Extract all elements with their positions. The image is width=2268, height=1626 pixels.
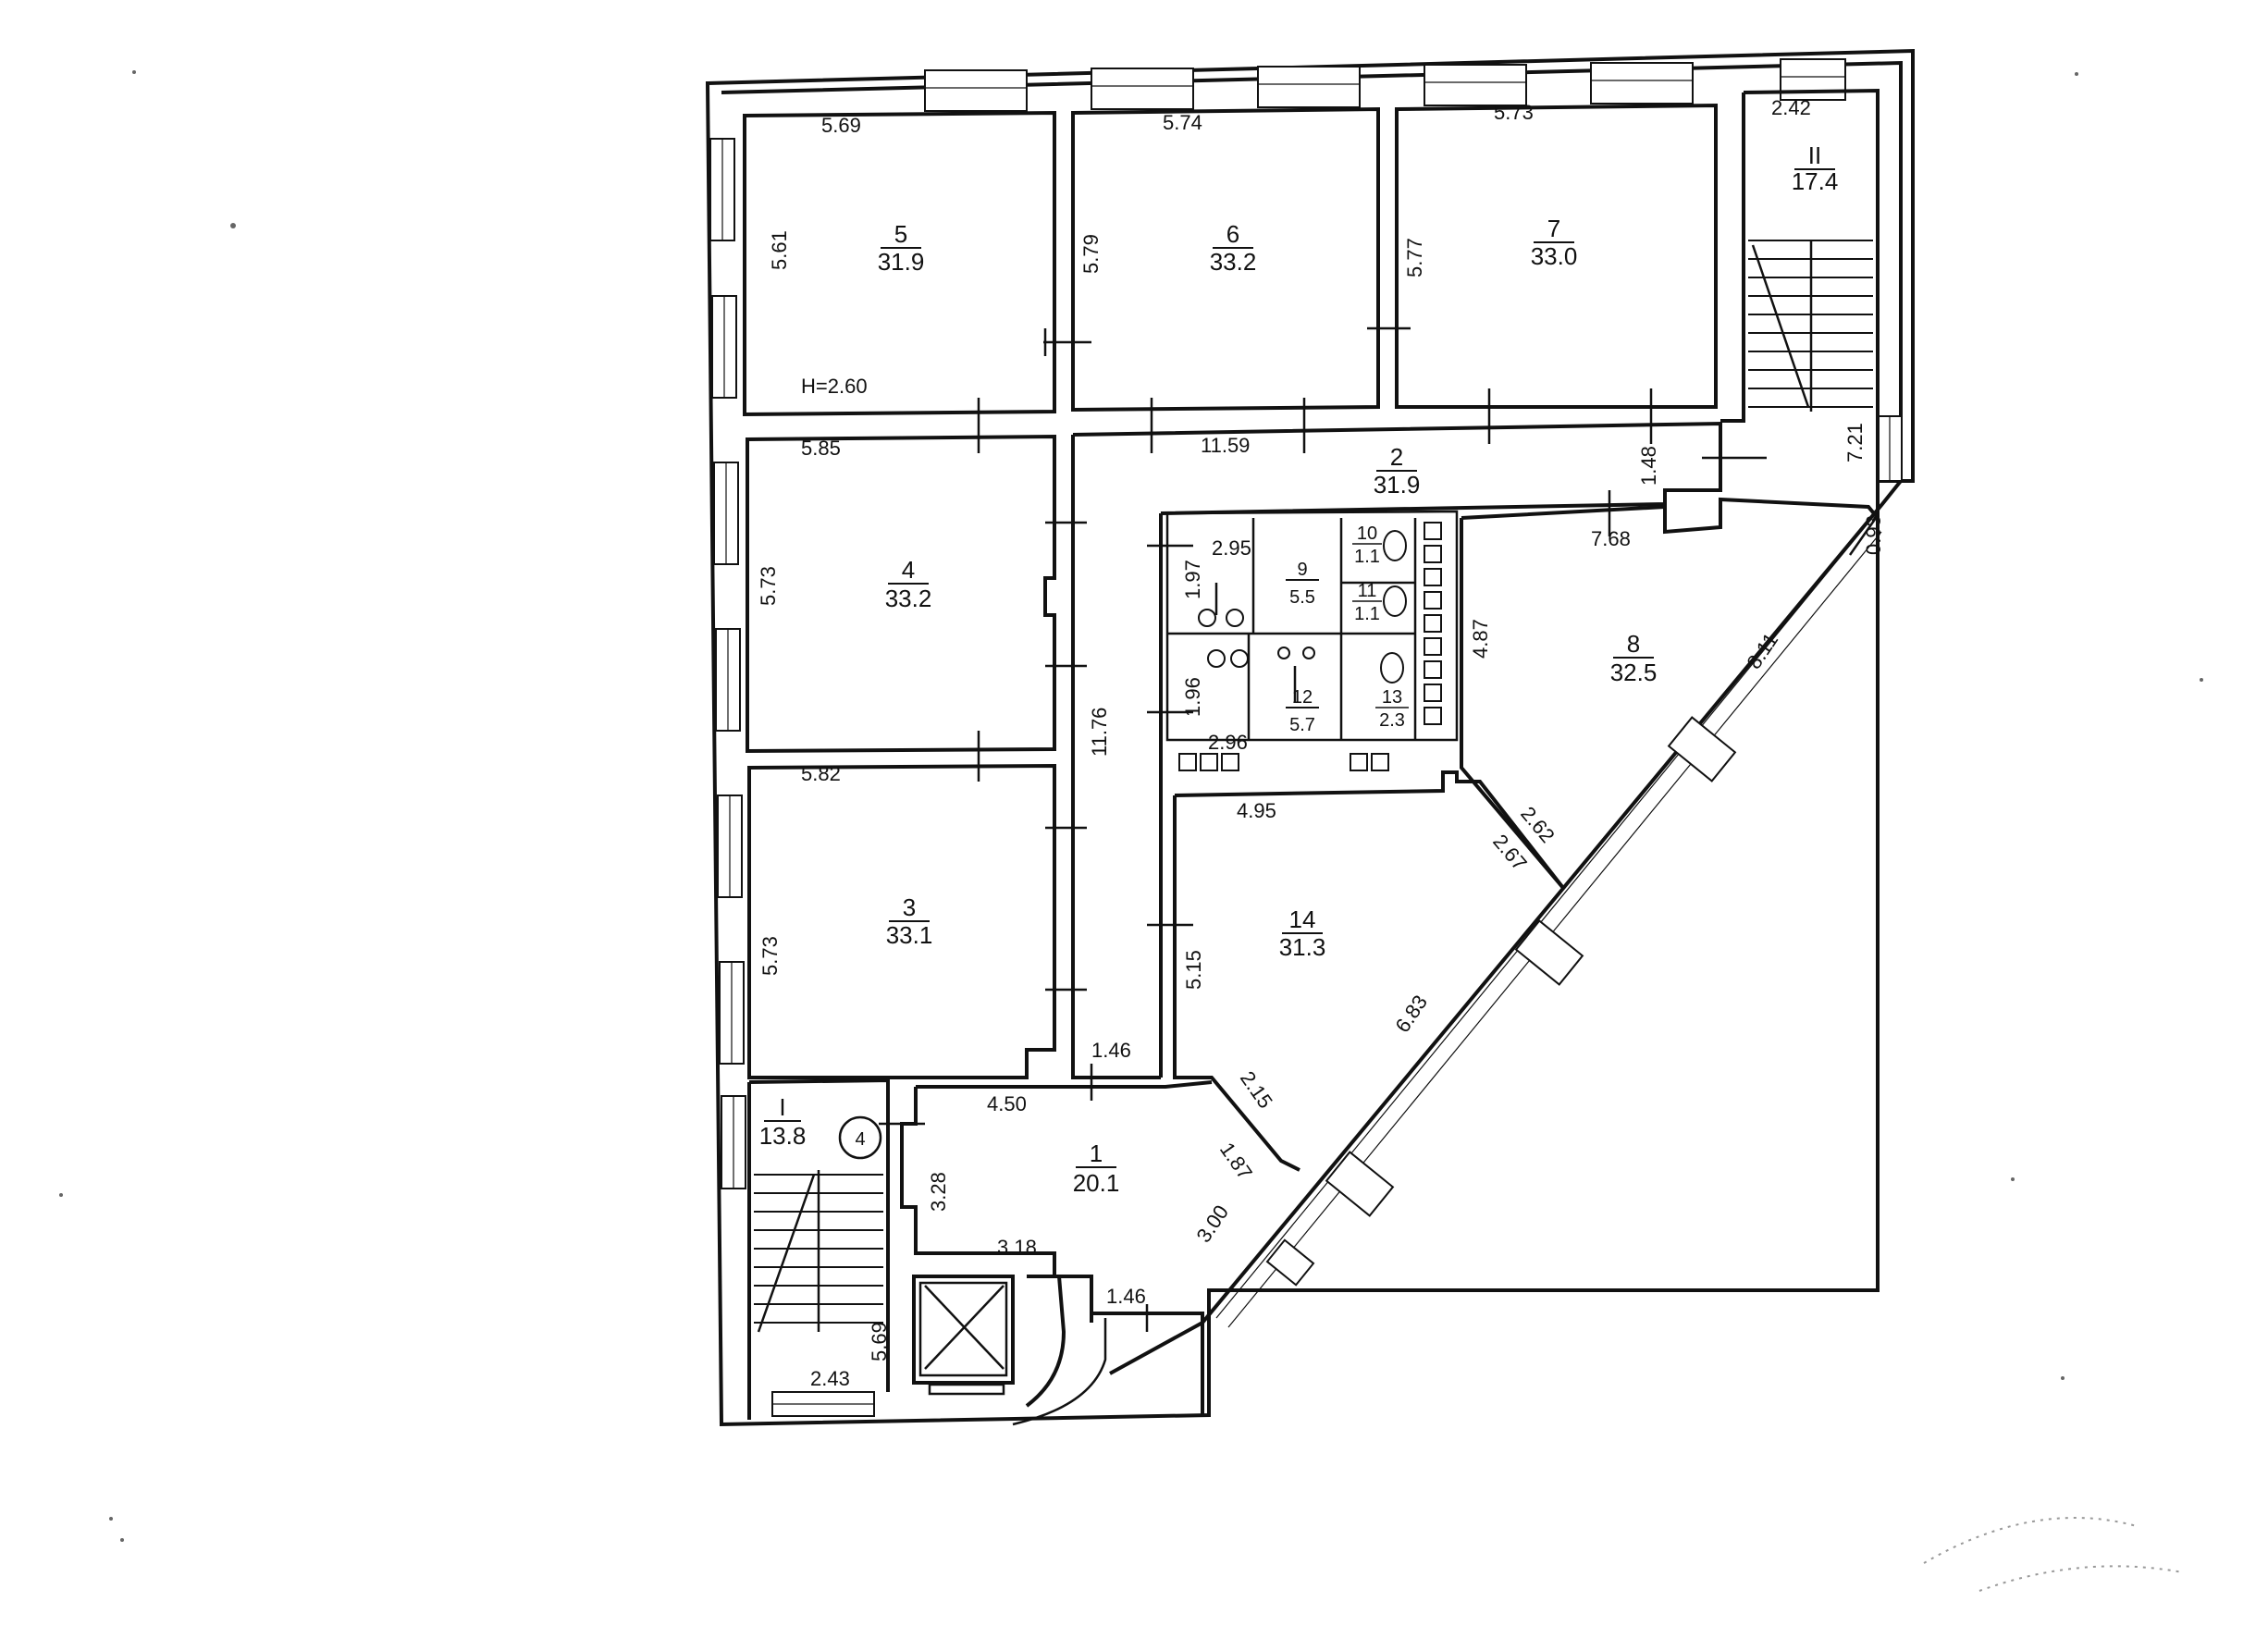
room-I: I 13.8 [759, 1093, 807, 1150]
dim-r7-depth: 5.77 [1403, 238, 1426, 277]
dimension-labels: 5.69 5.61 H=2.60 5.74 5.79 5.73 5.77 2.4… [757, 96, 1885, 1390]
room-area: 31.9 [1374, 471, 1421, 499]
room-number: 10 [1357, 524, 1377, 544]
dim-r1-window: 3.00 [1191, 1201, 1233, 1246]
stair-marker-label: 4 [855, 1129, 865, 1150]
room-number: 3 [903, 893, 916, 921]
room-1: 1 20.1 [1073, 1139, 1120, 1197]
dim-rI-depth: 5.69 [868, 1322, 891, 1361]
windows-diagonal [1215, 517, 1882, 1328]
room-area: 17.4 [1792, 167, 1839, 195]
dim-r4-depth: 5.73 [757, 566, 780, 606]
dim-r1-diag-a: 2.15 [1236, 1067, 1277, 1113]
room-number: 13 [1382, 687, 1402, 708]
door-marks [879, 326, 1767, 1332]
room-3: 3 33.1 [886, 893, 933, 949]
room-area: 5.7 [1289, 715, 1315, 735]
interior-walls [743, 88, 1880, 1426]
dim-corridor-length: 11.59 [1201, 434, 1250, 457]
room-area: 31.9 [878, 248, 925, 276]
dim-r8-depth: 4.87 [1469, 619, 1492, 659]
dim-r5-depth: 5.61 [768, 230, 791, 270]
dim-r14-width: 4.95 [1237, 799, 1276, 822]
room-number: 7 [1547, 215, 1560, 242]
dim-r12-depth: 1.96 [1181, 677, 1204, 717]
dim-r9-depth: 1.97 [1181, 560, 1204, 599]
dim-r3-depth: 5.73 [758, 936, 782, 976]
fixtures [1178, 522, 1442, 771]
room-2: 2 31.9 [1374, 443, 1421, 499]
room-area: 33.0 [1531, 242, 1578, 270]
dim-r8-width: 7.68 [1591, 527, 1631, 550]
room-5: 5 31.9 [878, 220, 925, 276]
room-area: 1.1 [1354, 547, 1380, 567]
dim-r12-width: 2.96 [1208, 731, 1248, 754]
room-4: 4 33.2 [885, 556, 932, 612]
dim-rII-depth: 7.21 [1843, 423, 1867, 462]
room-area: 33.2 [1210, 248, 1257, 276]
dim-r8-side: 0.93 [1862, 515, 1885, 555]
dim-r5-width: 5.69 [821, 114, 861, 137]
room-area: 2.3 [1379, 710, 1405, 731]
stair-II [1748, 240, 1873, 412]
room-13: 13 2.3 [1375, 687, 1409, 731]
room-labels: 5 31.9 6 33.2 7 33.0 II 17.4 4 33.2 2 31… [759, 142, 1839, 1197]
dim-rII-width: 2.42 [1771, 96, 1811, 119]
room-II: II 17.4 [1792, 142, 1839, 195]
room-area: 13.8 [759, 1122, 807, 1150]
dim-r14-depth: 5.15 [1182, 950, 1205, 990]
windows-left [709, 138, 746, 1189]
room-number: 8 [1627, 630, 1640, 658]
dim-r4-width: 5.85 [801, 437, 841, 460]
room-12: 12 5.7 [1286, 687, 1319, 735]
room-6: 6 33.2 [1210, 220, 1257, 276]
dim-corridor-width: 1.48 [1637, 446, 1660, 486]
room-area: 5.5 [1289, 587, 1315, 608]
dim-corridor-end: 1.46 [1091, 1039, 1131, 1062]
stair-I [754, 1170, 883, 1417]
room-number: II [1808, 142, 1821, 169]
room-area: 33.2 [885, 585, 932, 612]
dim-r1-bottom: 3.18 [997, 1236, 1037, 1259]
ceiling-height: H=2.60 [801, 375, 868, 398]
dim-r7-width: 5.73 [1494, 101, 1534, 124]
room-number: 12 [1292, 687, 1313, 708]
stamp-trace [1923, 1517, 2184, 1592]
dim-r3-width: 5.82 [801, 762, 841, 785]
dim-corridor-vertical: 11.76 [1088, 708, 1111, 757]
dim-r1-depth: 3.28 [927, 1172, 950, 1212]
room-area: 32.5 [1610, 659, 1658, 686]
room-11: 11 1.1 [1352, 581, 1382, 624]
room-area: 31.3 [1279, 933, 1326, 961]
scan-noise [59, 70, 2203, 1542]
room-number: 11 [1358, 581, 1377, 601]
room-number: 5 [894, 220, 907, 248]
room-number: 6 [1226, 220, 1239, 248]
room-number: 9 [1297, 560, 1307, 580]
room-number: I [779, 1093, 785, 1121]
room-9: 9 5.5 [1286, 560, 1319, 608]
stair-marker: 4 [838, 1115, 882, 1160]
room-number: 4 [902, 556, 915, 584]
dim-r6-width: 5.74 [1163, 111, 1202, 134]
room-number: 2 [1390, 443, 1403, 471]
room-14: 14 31.3 [1279, 905, 1326, 961]
room-7: 7 33.0 [1531, 215, 1578, 270]
room-area: 20.1 [1073, 1169, 1120, 1197]
dim-r1-diag-b: 1.87 [1215, 1139, 1257, 1184]
dim-r6-depth: 5.79 [1079, 234, 1103, 274]
room-area: 33.1 [886, 921, 933, 949]
dim-vestibule: 1.46 [1106, 1285, 1146, 1308]
room-10: 10 1.1 [1352, 524, 1382, 567]
room-number: 14 [1289, 905, 1316, 933]
dim-r1-width: 4.50 [987, 1092, 1027, 1115]
room-number: 1 [1090, 1139, 1103, 1167]
dim-rI-width: 2.43 [810, 1367, 850, 1390]
dim-r14-window: 6.83 [1390, 991, 1432, 1036]
windows-right [1877, 415, 1903, 482]
room-area: 1.1 [1354, 604, 1380, 624]
room-8: 8 32.5 [1610, 630, 1658, 686]
dim-r9-width: 2.95 [1212, 536, 1251, 560]
